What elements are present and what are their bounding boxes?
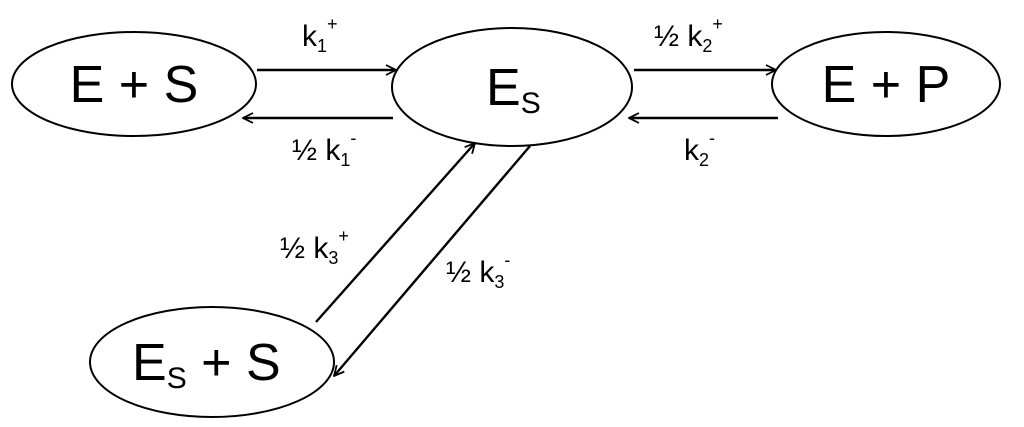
node-e-plus-s-label: E + S	[70, 56, 199, 114]
node-es-plus-s	[89, 306, 335, 418]
node-es-plus-s-rest: + S	[187, 334, 281, 392]
rate-k1-reverse: ½ k1-	[292, 128, 356, 170]
node-es-plus-s-main: E	[132, 334, 167, 392]
node-e-plus-s	[11, 31, 257, 137]
node-es-sub: S	[521, 87, 541, 120]
arrow-k3-forward	[315, 143, 475, 323]
node-es-plus-s-sub: S	[167, 362, 187, 395]
node-e-plus-p	[771, 31, 1001, 137]
rate-k3-forward: ½ k3+	[280, 226, 349, 268]
arrow-k3-reverse	[334, 145, 531, 376]
rate-k2-forward: ½ k2+	[654, 14, 723, 56]
rate-k3-reverse: ½ k3-	[446, 250, 510, 292]
node-es	[391, 27, 633, 147]
node-es-label: ES	[486, 59, 541, 120]
node-es-plus-s-label: ES + S	[132, 334, 281, 395]
rate-k1-forward: k1+	[302, 14, 338, 56]
node-es-main: E	[486, 59, 521, 117]
rate-k2-reverse: k2-	[684, 128, 715, 170]
node-e-plus-p-label: E + P	[822, 56, 951, 114]
